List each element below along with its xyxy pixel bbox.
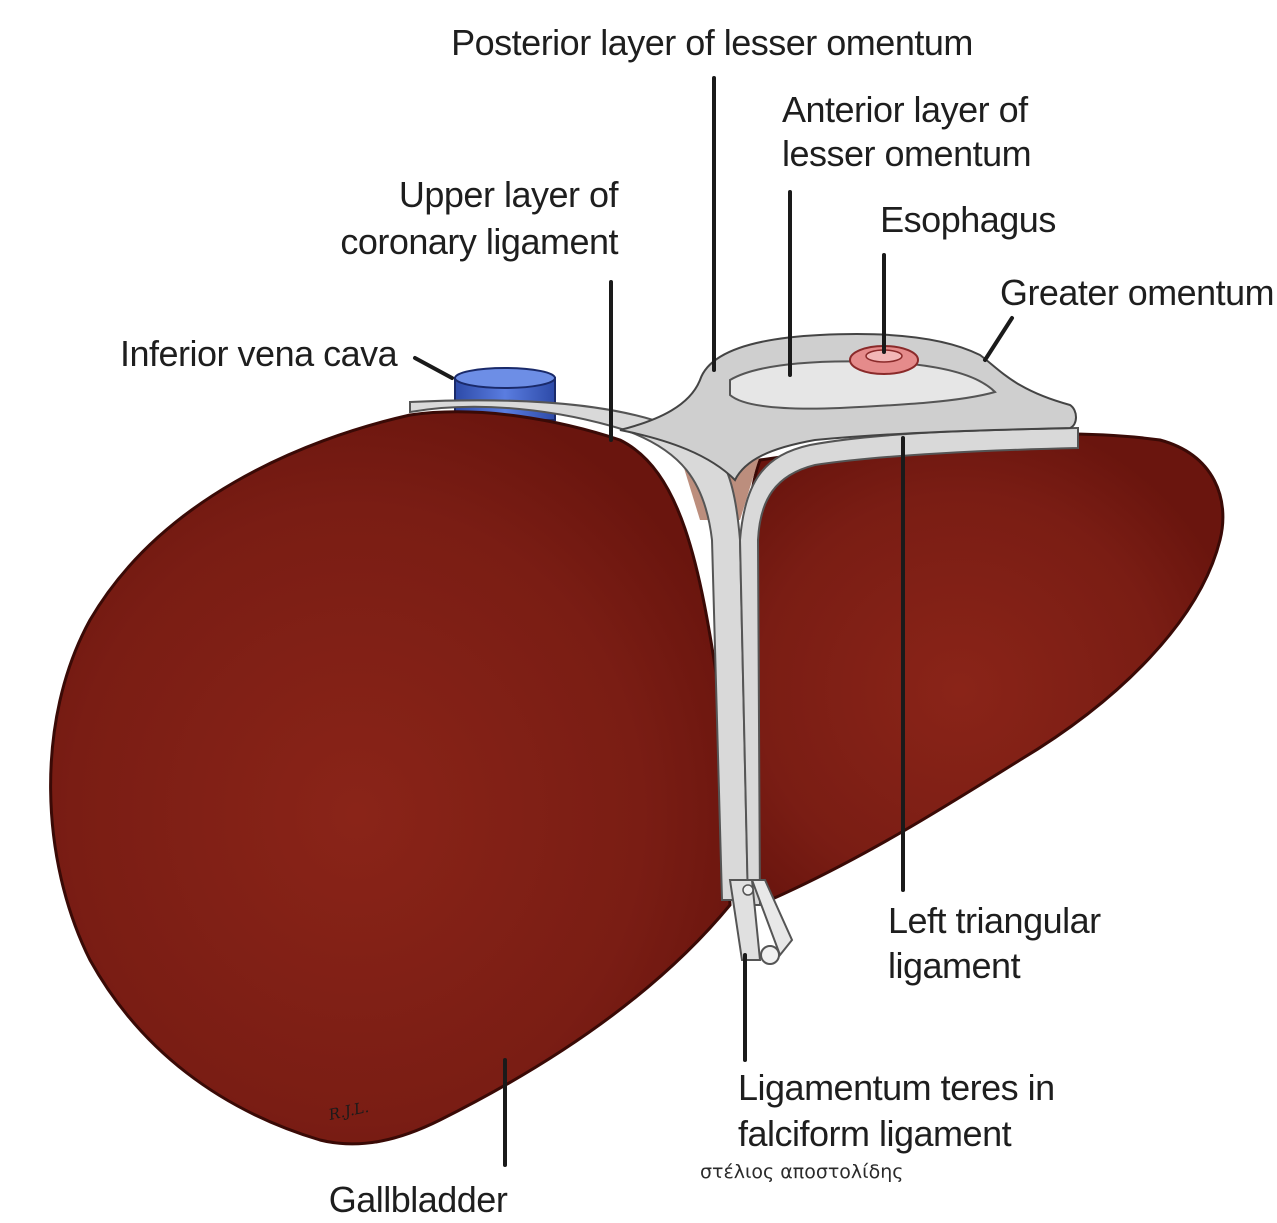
label-ligamentum-teres-line2: falciform ligament <box>738 1113 1012 1154</box>
label-left-triangular-line2: ligament <box>888 945 1021 986</box>
label-left-triangular-line1: Left triangular <box>888 900 1101 941</box>
leader-greater-omentum <box>985 318 1012 360</box>
liver-left-lobe <box>744 434 1223 900</box>
label-greater-omentum: Greater omentum <box>1000 272 1274 313</box>
liver-right-lobe <box>51 412 730 1144</box>
label-upper-coronary-line2: coronary ligament <box>340 221 618 262</box>
label-gallbladder: Gallbladder <box>329 1179 508 1220</box>
label-anterior-lesser-omentum-line2: lesser omentum <box>782 133 1031 174</box>
leader-inferior-vena-cava <box>415 358 452 378</box>
credit-text: στέλιος αποστολίδης <box>700 1161 903 1183</box>
label-upper-coronary-line1: Upper layer of <box>399 174 620 215</box>
label-ligamentum-teres-line1: Ligamentum teres in <box>738 1067 1055 1108</box>
label-esophagus: Esophagus <box>880 199 1056 240</box>
label-inferior-vena-cava: Inferior vena cava <box>120 333 399 374</box>
label-posterior-lesser-omentum: Posterior layer of lesser omentum <box>451 22 973 63</box>
label-anterior-lesser-omentum-line1: Anterior layer of <box>782 89 1029 130</box>
